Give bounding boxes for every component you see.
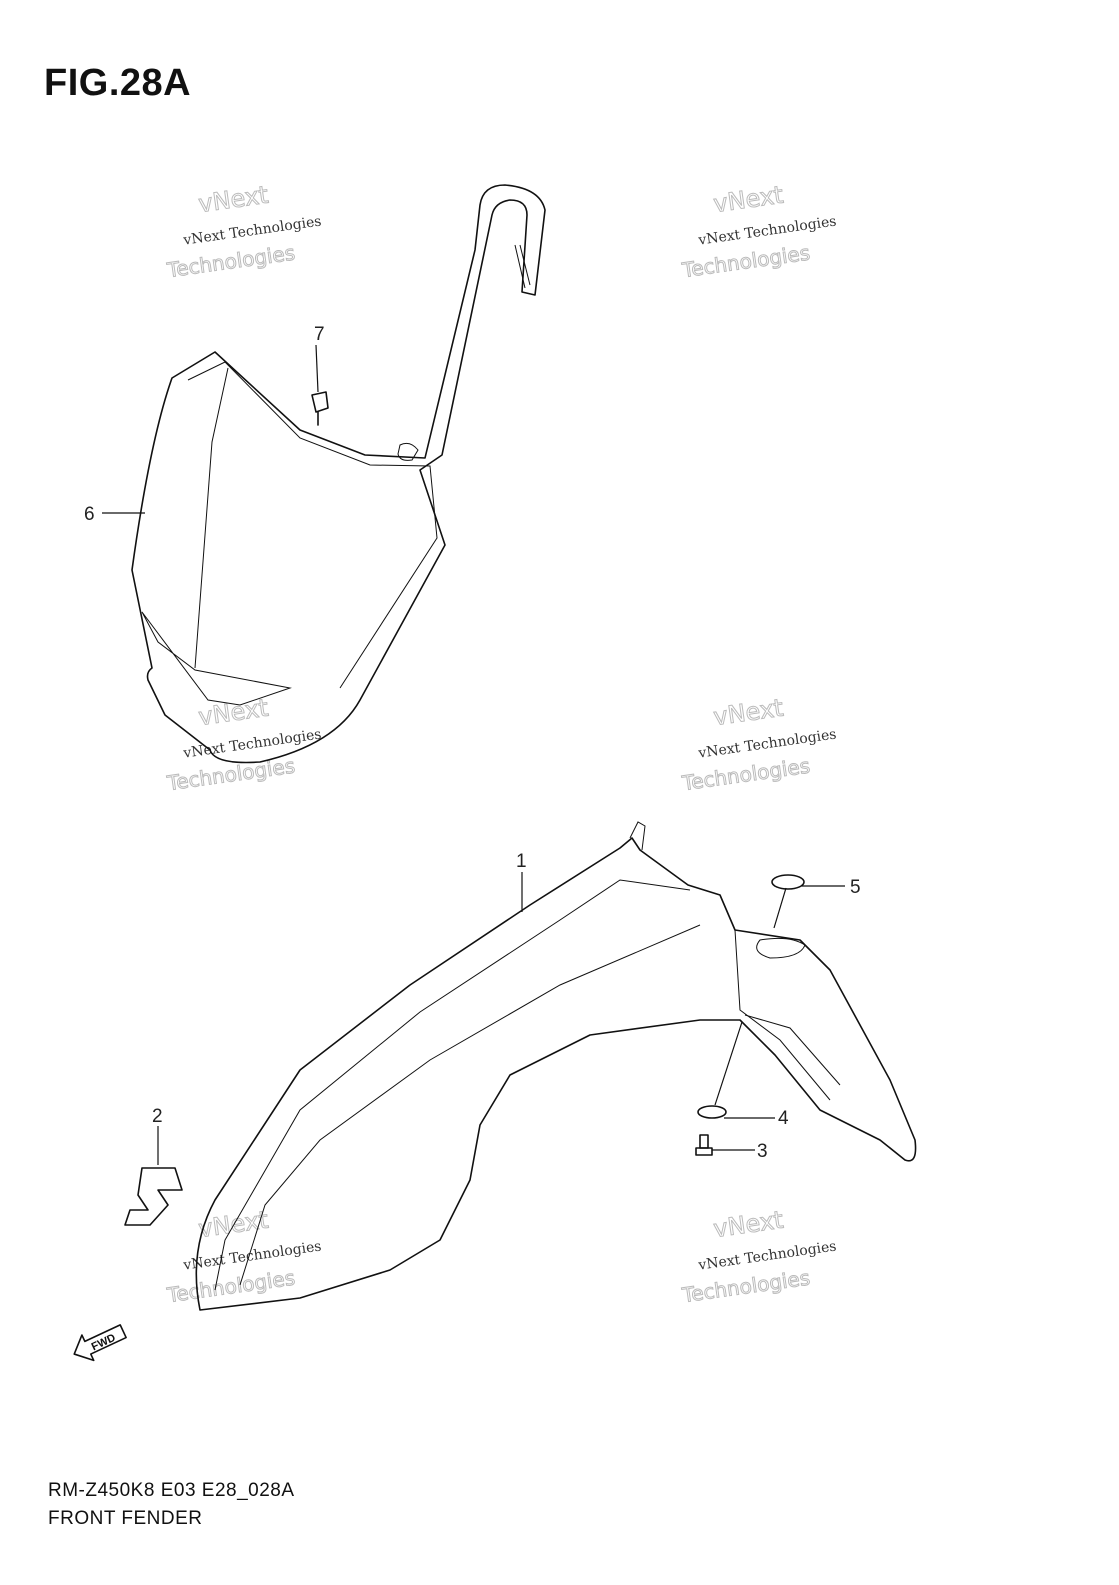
diagram-name: FRONT FENDER — [48, 1508, 203, 1529]
watermark-text: vNext — [197, 181, 270, 218]
watermark-text: vNext Technologies — [697, 726, 838, 761]
watermark-text: vNext Technologies — [697, 1238, 838, 1273]
callout-3: 3 — [757, 1141, 768, 1162]
direction-label: FWD — [90, 1332, 118, 1353]
part-bolt-7 — [311, 391, 329, 426]
callout-5: 5 — [850, 877, 861, 898]
watermark-text: vNext — [712, 694, 785, 731]
diagram-code: RM-Z450K8 E03 E28_028A — [48, 1480, 295, 1501]
leader-line — [773, 887, 787, 929]
watermark: vNext vNext Technologies Technologies — [164, 1205, 323, 1308]
part-front-fender — [195, 821, 917, 1311]
callout-7: 7 — [314, 324, 325, 345]
callout-2: 2 — [152, 1106, 163, 1127]
direction-badge: FWD — [73, 1324, 127, 1362]
watermark: vNext vNext Technologies Technologies — [679, 180, 838, 283]
watermark: vNext vNext Technologies Technologies — [164, 693, 322, 796]
watermark-text: vNext — [712, 181, 785, 218]
part-bolt-3 — [695, 1134, 713, 1156]
part-washer-5 — [771, 874, 805, 890]
watermark-text: vNext Technologies — [182, 1238, 323, 1273]
watermark: vNext vNext Technologies Technologies — [679, 1205, 838, 1308]
part-number-plate — [131, 184, 546, 764]
leader-line — [315, 344, 319, 393]
callout-6: 6 — [84, 504, 95, 525]
watermark-text: vNext Technologies — [182, 213, 323, 248]
callout-1: 1 — [516, 851, 527, 872]
watermark: vNext vNext Technologies Technologies — [164, 180, 323, 283]
watermark-text: vNext — [712, 1206, 785, 1243]
callout-4: 4 — [778, 1108, 789, 1129]
watermark-text: vNext Technologies — [697, 213, 838, 248]
part-emblem — [124, 1167, 183, 1226]
watermark: vNext vNext Technologies Technologies — [679, 693, 838, 796]
figure-title: FIG.28A — [44, 62, 192, 104]
leader-line — [714, 1021, 743, 1106]
part-washer-4 — [697, 1105, 727, 1119]
